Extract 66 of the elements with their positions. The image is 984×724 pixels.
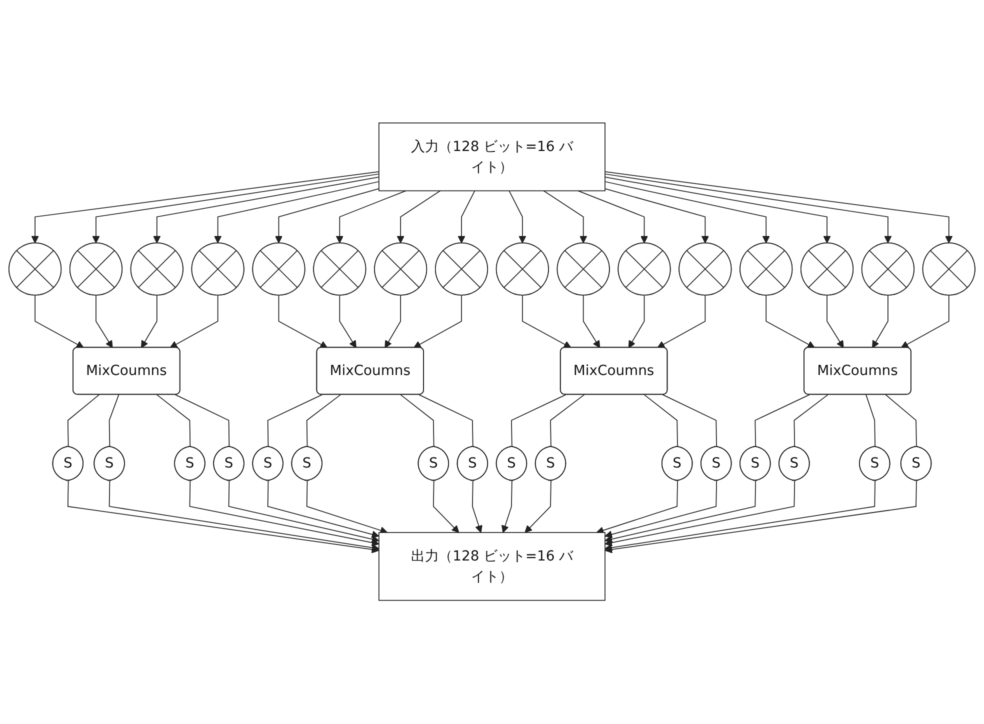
arrow	[657, 295, 706, 348]
arrow	[596, 480, 678, 534]
connector	[866, 394, 876, 448]
arrow	[140, 295, 158, 348]
arrow	[604, 480, 796, 547]
connector	[267, 394, 323, 448]
arrow	[228, 480, 380, 544]
arrow	[472, 480, 482, 534]
arrow	[31, 172, 380, 244]
connector	[794, 394, 828, 448]
arrow	[872, 295, 888, 348]
connector	[662, 394, 717, 448]
connector	[885, 394, 917, 448]
connector	[174, 394, 230, 448]
connector	[550, 394, 585, 448]
arrow	[458, 190, 476, 244]
arrow	[108, 480, 380, 552]
connector	[511, 394, 566, 448]
arrow	[604, 480, 717, 538]
connector	[67, 394, 100, 448]
arrow	[396, 190, 441, 244]
arrow	[628, 295, 645, 348]
connector	[644, 394, 678, 448]
arrow	[278, 295, 328, 348]
connector	[418, 394, 474, 448]
arrow	[604, 480, 917, 554]
node-box: 出力（128 ビット=16 バイト）	[378, 532, 606, 602]
arrow	[34, 295, 84, 348]
arrow	[604, 174, 892, 244]
arrow	[604, 182, 770, 244]
arrow	[604, 188, 710, 244]
node-box: 入力（128 ビット=16 バイト）	[378, 122, 606, 192]
arrow	[67, 480, 380, 554]
arrow	[170, 295, 218, 348]
arrow	[524, 480, 552, 534]
connector	[400, 394, 434, 448]
arrow	[339, 295, 356, 348]
arrow	[432, 480, 460, 534]
arrow	[522, 295, 572, 348]
arrow	[604, 172, 953, 244]
arrow	[274, 188, 380, 244]
arrow	[306, 480, 388, 534]
arrow	[543, 190, 588, 244]
connector	[306, 394, 342, 448]
arrow	[582, 295, 600, 348]
arrow	[604, 177, 831, 244]
arrow	[604, 480, 756, 544]
connector	[108, 394, 120, 448]
arrow	[92, 174, 380, 244]
arrow	[502, 480, 512, 534]
connector	[156, 394, 191, 448]
arrow	[96, 295, 113, 348]
connector	[754, 394, 810, 448]
arrow	[826, 295, 844, 348]
arrow	[384, 295, 402, 348]
arrow	[267, 480, 380, 538]
arrow	[900, 295, 950, 348]
arrow	[336, 190, 406, 244]
arrow	[153, 177, 380, 244]
arrow	[189, 480, 380, 547]
arrow	[508, 190, 526, 244]
arrow	[214, 182, 380, 244]
arrow	[414, 295, 462, 348]
arrow	[578, 190, 648, 244]
arrow	[766, 295, 815, 348]
arrow	[604, 480, 876, 552]
